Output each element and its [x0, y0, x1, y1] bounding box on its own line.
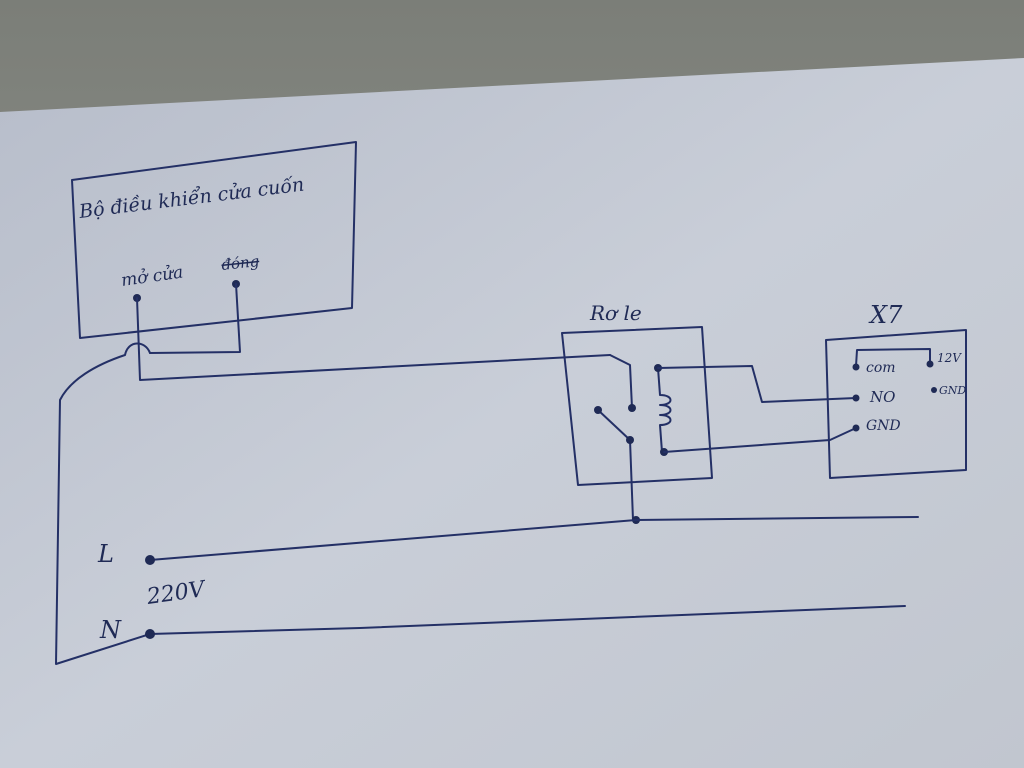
x7-terminal-gnd: GND [866, 418, 901, 434]
x7-terminal-no: NO [869, 388, 895, 406]
live-label: L [97, 540, 114, 568]
neutral-label: N [99, 616, 122, 644]
x7-com-terminal [852, 363, 860, 371]
paper-sheet [0, 58, 1024, 768]
controller-return-wire [55, 342, 151, 665]
x7-gnd-terminal [852, 424, 860, 432]
coil-to-no-wire [657, 365, 857, 403]
x7-com-12v-bridge [855, 348, 931, 367]
relay-switch-contact-top [628, 404, 636, 412]
relay-box: Rơ le [561, 301, 713, 524]
x7-terminal-gnd-right: GND [939, 384, 966, 397]
live-line [149, 519, 637, 561]
live-terminal [145, 555, 155, 565]
x7-terminal-12v: 12V [937, 351, 962, 365]
relay-switch-contact-pivot [594, 406, 602, 414]
x7-gnd-right-terminal [931, 387, 937, 393]
x7-label: X7 [868, 301, 903, 329]
relay-coil [657, 367, 672, 453]
neutral-line [149, 605, 906, 635]
x7-no-terminal [852, 394, 860, 402]
x7-terminal-com: com [866, 360, 896, 376]
controller-loop-wire [136, 283, 611, 381]
x7-12v-terminal [926, 360, 934, 368]
relay-switch-contact-bottom [626, 436, 634, 444]
relay-label: Rơ le [589, 301, 642, 325]
relay-output-line [635, 516, 919, 521]
x7-box: X7 com 12V NO GND GND [825, 301, 967, 479]
coil-to-gnd-wire [663, 427, 857, 453]
neutral-terminal [145, 629, 155, 639]
close-door-label: đóng [221, 252, 261, 274]
